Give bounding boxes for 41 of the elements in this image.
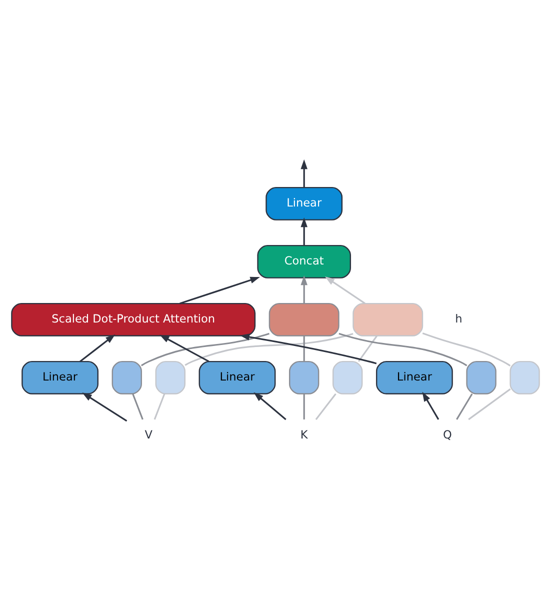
arrow [80,334,116,362]
node-box [155,360,186,394]
node-text: Q [443,428,452,442]
node-box: Linear [22,360,98,394]
connector [303,336,305,362]
connector [315,393,336,420]
arrow [324,276,366,304]
node-box [352,302,424,336]
node-box: Scaled Dot-Product Attention [11,302,256,336]
connector [422,332,511,366]
arrow [300,217,308,246]
connector [132,394,144,420]
connector [154,394,166,420]
node-box [466,360,496,394]
node-text: V [144,428,152,442]
connector [184,332,354,366]
connector [456,393,473,420]
connector [468,388,511,420]
label: h [455,312,462,326]
node-box [332,360,363,394]
node-box [289,360,320,394]
connector [338,332,468,366]
connector [140,332,270,366]
node-box: Linear [376,360,453,394]
arrow [160,334,210,362]
connector [358,335,378,362]
node-box [510,360,540,394]
arrow [300,159,308,188]
arrow [82,392,128,422]
connector [303,394,305,420]
arrow [240,334,377,364]
node-text: K [300,428,308,442]
arrow [422,392,440,420]
arrow [300,275,308,304]
arrow [254,392,286,420]
node-box [112,360,142,394]
node-box [268,302,340,336]
node-box: Concat [257,244,352,278]
node-box: Linear [266,186,343,220]
node-box: Linear [198,360,276,394]
arrow [180,276,260,304]
